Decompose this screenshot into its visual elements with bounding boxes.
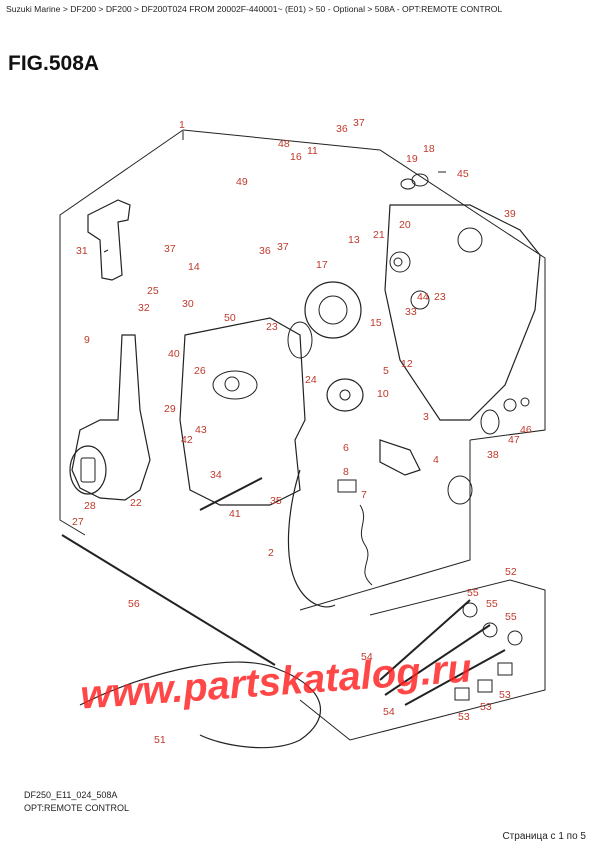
callout-24: 24 (305, 374, 317, 386)
callout-31: 31 (76, 245, 88, 257)
callout-37c: 37 (277, 241, 289, 253)
callout-53b: 53 (480, 701, 492, 713)
callout-37a: 37 (353, 117, 365, 129)
callout-55c: 55 (505, 611, 517, 623)
callout-35: 35 (270, 495, 282, 507)
callout-53a: 53 (458, 711, 470, 723)
callout-55b: 55 (486, 598, 498, 610)
figure-title: FIG.508A (8, 52, 100, 75)
callout-11: 11 (307, 145, 318, 157)
diagram-caption: OPT:REMOTE CONTROL (24, 803, 130, 813)
callout-47: 47 (508, 434, 520, 446)
callout-23a: 23 (266, 321, 278, 333)
callout-40: 40 (168, 348, 180, 360)
callout-30: 30 (182, 298, 194, 310)
diagram-code: DF250_E11_024_508A (24, 790, 118, 800)
assembly-boundary (59, 129, 184, 536)
callout-20: 20 (399, 219, 411, 231)
callout-53c: 53 (499, 689, 511, 701)
callout-43: 43 (195, 424, 207, 436)
part-harness (79, 661, 322, 749)
callout-21: 21 (373, 229, 385, 241)
callout-29: 29 (164, 403, 176, 415)
part-lever (71, 334, 151, 501)
callout-46: 46 (520, 424, 532, 436)
callout-39: 39 (504, 208, 516, 220)
callout-3: 3 (423, 411, 429, 423)
part-cover (384, 204, 541, 421)
callout-36a: 36 (336, 123, 348, 135)
callout-32: 32 (138, 302, 150, 314)
callout-33: 33 (405, 306, 417, 318)
callout-54b: 54 (383, 706, 395, 718)
part-housing (179, 317, 306, 506)
callout-23b: 23 (434, 291, 446, 303)
callout-28: 28 (84, 500, 96, 512)
callout-41: 41 (229, 508, 241, 520)
callout-16: 16 (290, 151, 302, 163)
callout-12: 12 (401, 358, 413, 370)
callout-8: 8 (343, 466, 349, 478)
callout-18: 18 (423, 143, 435, 155)
callout-49: 49 (236, 176, 248, 188)
callout-22: 22 (130, 497, 142, 509)
callout-17: 17 (316, 259, 328, 271)
callout-48: 48 (278, 138, 290, 150)
callout-37b: 37 (164, 243, 176, 255)
callout-56: 56 (128, 598, 140, 610)
callout-14: 14 (188, 261, 200, 273)
callout-27: 27 (72, 516, 84, 528)
pagination[interactable]: Страница с 1 по 5 (502, 831, 586, 842)
callout-6: 6 (343, 442, 349, 454)
callout-42: 42 (181, 434, 193, 446)
callout-38: 38 (487, 449, 499, 461)
callout-7: 7 (361, 489, 367, 501)
callout-44: 44 (417, 291, 429, 303)
part-handle (87, 199, 131, 281)
callout-19: 19 (406, 153, 418, 165)
callout-2: 2 (268, 547, 274, 559)
callout-55a: 55 (467, 587, 479, 599)
callout-1: 1 (179, 119, 185, 131)
callout-4: 4 (433, 454, 439, 466)
callout-25: 25 (147, 285, 159, 297)
callout-54a: 54 (361, 651, 373, 663)
callout-34: 34 (210, 469, 222, 481)
callout-45: 45 (457, 168, 469, 180)
callout-15: 15 (370, 317, 382, 329)
callout-26: 26 (194, 365, 206, 377)
callout-9: 9 (84, 334, 90, 346)
callout-51: 51 (154, 734, 166, 746)
callout-5: 5 (383, 365, 389, 377)
callout-52: 52 (505, 566, 517, 578)
part-control-cable (61, 534, 276, 666)
kit-boundary (299, 579, 546, 741)
callout-36b: 36 (259, 245, 271, 257)
callout-10: 10 (377, 388, 389, 400)
part-horn (326, 378, 364, 412)
part-key-switch (379, 439, 421, 476)
part-plate (304, 281, 362, 339)
callout-50: 50 (224, 312, 236, 324)
callout-13: 13 (348, 234, 360, 246)
breadcrumb[interactable]: Suzuki Marine > DF200 > DF200 > DF200T02… (6, 4, 503, 14)
